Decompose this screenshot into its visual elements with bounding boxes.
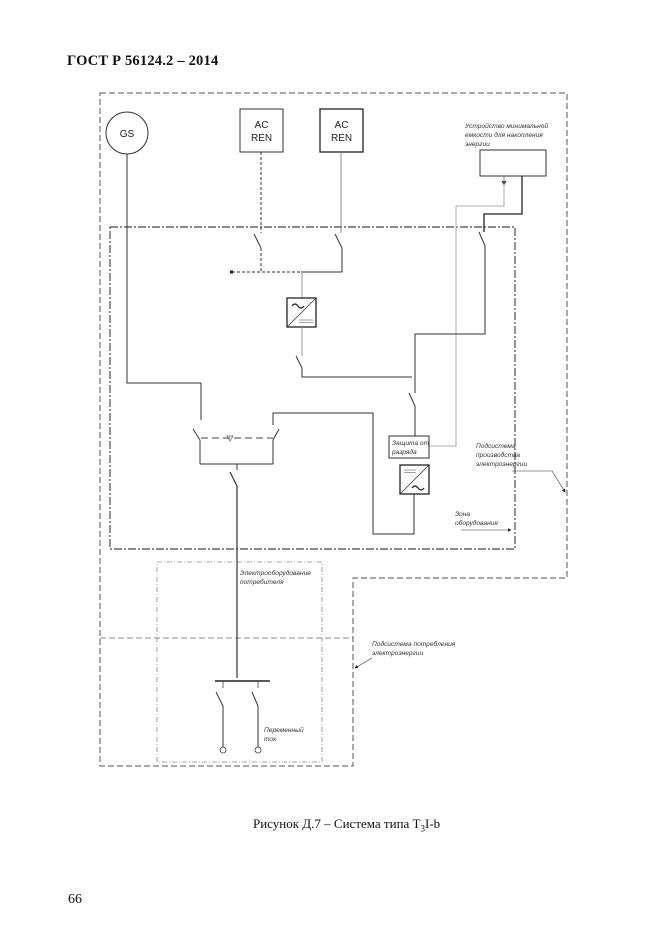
caption-prefix: Рисунок Д.7 – Система типа T bbox=[253, 816, 421, 831]
switch-protection bbox=[408, 392, 416, 436]
document-header: ГОСТ Р 56124.2 – 2014 bbox=[67, 53, 219, 69]
consumption-label-1: Подсистема потребления bbox=[372, 640, 456, 648]
storage-label-2: емкости для накопления bbox=[465, 131, 543, 139]
production-subsystem-boundary bbox=[99, 92, 568, 767]
ac-ren-2-line1: AC bbox=[335, 120, 349, 131]
consumer-equipment-label-2: потребителя bbox=[240, 578, 284, 586]
switch-ren-1 bbox=[253, 233, 262, 249]
switch-inverter bbox=[295, 355, 412, 378]
switch-storage bbox=[414, 231, 486, 393]
output-terminal-2 bbox=[254, 746, 262, 754]
consumer-equipment-label-1: Электрооборудование bbox=[240, 569, 311, 577]
equipment-zone-label-1: Зона bbox=[455, 511, 470, 518]
storage-label-3: энергии bbox=[465, 141, 490, 148]
switch-main bbox=[229, 471, 238, 678]
generator-line bbox=[126, 154, 202, 420]
consumer-equipment-boundary bbox=[156, 561, 323, 763]
output-terminal-1 bbox=[219, 746, 227, 754]
ac-ren-2-line2: REN bbox=[331, 133, 352, 144]
production-label-3: электроэнергии bbox=[476, 461, 527, 468]
ac-ren-1-line1: AC bbox=[255, 120, 269, 131]
changeover-switch-left bbox=[192, 428, 201, 464]
protection-label-1: Защита от bbox=[392, 440, 430, 447]
protection-label-2: разряда bbox=[391, 448, 417, 456]
production-label-2: производства bbox=[476, 451, 520, 459]
switch-output-1 bbox=[215, 691, 224, 747]
storage-label-1: Устройство минимальной bbox=[464, 122, 548, 130]
ac-label-1: Переменный bbox=[264, 726, 304, 734]
equipment-zone-label-2: оборудования bbox=[455, 519, 498, 527]
figure-caption: Рисунок Д.7 – Система типа T3I-b bbox=[253, 816, 440, 834]
equipment-zone-boundary bbox=[109, 226, 516, 550]
storage-device-box bbox=[479, 149, 547, 177]
changeover-switch-right bbox=[272, 428, 280, 464]
switch-ren-2 bbox=[334, 233, 343, 272]
consumption-label-2: электроэнергии bbox=[372, 650, 423, 657]
generator-label: GS bbox=[120, 129, 135, 140]
switch-output-2 bbox=[251, 691, 259, 747]
protection-box bbox=[388, 435, 430, 459]
caption-subscript: 3 bbox=[420, 823, 426, 834]
production-label-1: Подсистема bbox=[476, 442, 516, 450]
ac-ren-1-line2: REN bbox=[251, 133, 272, 144]
page-number: 66 bbox=[68, 892, 82, 907]
caption-suffix: I-b bbox=[425, 816, 441, 831]
ac-label-2: ток bbox=[264, 736, 277, 743]
